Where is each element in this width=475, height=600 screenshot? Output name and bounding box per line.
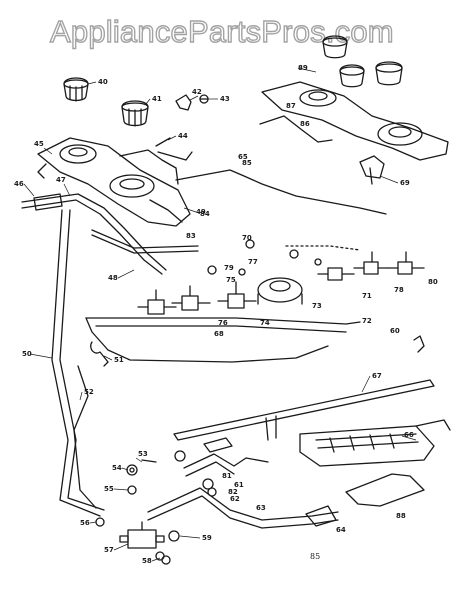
pressure-regulator <box>257 277 303 305</box>
callout-51: 51 <box>114 356 124 364</box>
burner-orifice <box>33 193 63 211</box>
callout-53: 53 <box>138 450 148 458</box>
burner-cap-part <box>375 61 403 86</box>
burner-rail <box>173 379 435 441</box>
oven-burner-tube <box>147 487 339 529</box>
callout-74: 74 <box>260 319 270 327</box>
thermostat-bulb <box>305 505 337 527</box>
gas-valve <box>317 267 355 281</box>
callout-85: 85 <box>242 159 252 167</box>
callout-86: 86 <box>300 120 310 128</box>
callout-45: 45 <box>34 140 44 148</box>
callout-48: 48 <box>108 274 118 282</box>
manifold-pipe <box>85 317 361 363</box>
callout-52: 52 <box>84 388 94 396</box>
gas-valve <box>137 289 177 315</box>
watermark-logo: AppliancePartsPros.com <box>49 13 394 49</box>
callout-40: 40 <box>98 78 108 86</box>
callout-89: 89 <box>298 64 308 72</box>
callout-73: 73 <box>312 302 322 310</box>
callout-49: 49 <box>196 208 206 216</box>
callout-83: 83 <box>186 232 196 240</box>
callout-44: 44 <box>178 132 188 140</box>
vertical-gas-line <box>51 209 105 517</box>
igniter-part <box>359 155 385 185</box>
callout-59: 59 <box>202 534 212 542</box>
callout-69: 69 <box>400 179 410 187</box>
burner-head-part <box>121 100 149 127</box>
oven-burner <box>299 419 451 467</box>
burner-support <box>345 473 425 507</box>
callout-67: 67 <box>372 372 382 380</box>
callout-87: 87 <box>286 102 296 110</box>
callout-64: 64 <box>336 526 346 534</box>
callout-60: 60 <box>390 327 400 335</box>
burner-cap-part <box>322 35 348 59</box>
callout-42: 42 <box>192 88 202 96</box>
callout-84: 84 <box>200 210 210 218</box>
gas-valve <box>171 285 211 311</box>
spark-electrode <box>155 137 193 161</box>
tube-52 <box>73 365 97 509</box>
callout-66: 66 <box>404 431 414 439</box>
burner-cap-part <box>63 77 89 102</box>
page-number: 85 <box>310 552 321 561</box>
oven-valve-assembly <box>183 437 269 477</box>
right-bracket <box>413 335 425 353</box>
gas-valve <box>217 281 257 309</box>
callout-68: 68 <box>214 330 224 338</box>
callout-88: 88 <box>396 512 406 520</box>
clip-bracket-part <box>175 94 192 111</box>
callout-71: 71 <box>362 292 372 300</box>
callout-70: 70 <box>242 234 252 242</box>
callout-77: 77 <box>248 258 258 266</box>
callout-80: 80 <box>428 278 438 286</box>
callout-56: 56 <box>80 519 90 527</box>
burner-bracket <box>119 149 179 185</box>
dashed-leader <box>285 245 361 251</box>
callout-54: 54 <box>112 464 122 472</box>
callout-50: 50 <box>22 350 32 358</box>
callout-76: 76 <box>218 319 228 327</box>
gas-valve <box>353 251 389 275</box>
callout-75: 75 <box>226 276 236 284</box>
callout-61: 61 <box>234 481 244 489</box>
callout-47: 47 <box>56 176 66 184</box>
callout-81: 81 <box>222 472 232 480</box>
callout-65: 65 <box>238 153 248 161</box>
callout-57: 57 <box>104 546 114 554</box>
callout-46: 46 <box>14 180 24 188</box>
callout-41: 41 <box>152 95 162 103</box>
right-burner-assembly <box>259 81 449 161</box>
callout-72: 72 <box>362 317 372 325</box>
callout-62: 62 <box>230 495 240 503</box>
callout-82: 82 <box>228 488 238 496</box>
callout-55: 55 <box>104 485 114 493</box>
hose-fitting <box>90 341 109 367</box>
gas-valve <box>387 251 425 275</box>
callout-58: 58 <box>142 557 152 565</box>
pilot-tube <box>91 229 199 254</box>
gas-tube-upper <box>21 193 167 275</box>
leader-lines <box>23 67 417 562</box>
burner-cap-part <box>339 64 365 88</box>
ignition-wire <box>175 169 387 215</box>
left-burner-assembly <box>37 137 191 227</box>
callout-79: 79 <box>224 264 234 272</box>
small-fitting <box>207 239 322 276</box>
callout-43: 43 <box>220 95 230 103</box>
screw-part <box>199 94 209 104</box>
callout-63: 63 <box>256 504 266 512</box>
callout-78: 78 <box>394 286 404 294</box>
safety-valve <box>119 521 165 549</box>
